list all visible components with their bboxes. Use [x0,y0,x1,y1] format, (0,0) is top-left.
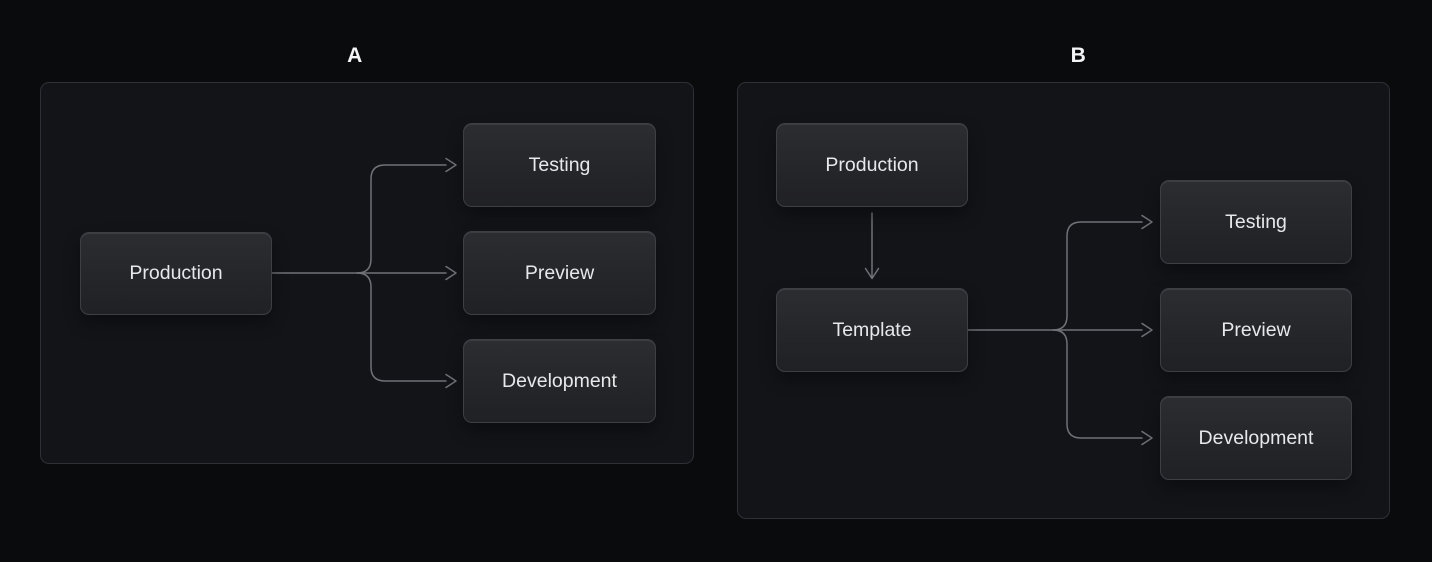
node-b-production: Production [776,123,968,207]
node-a-production: Production [80,232,272,315]
node-b-template: Template [776,288,968,372]
node-b-preview: Preview [1160,288,1352,372]
node-a-development: Development [463,339,656,423]
node-b-development: Development [1160,396,1352,480]
panel-b-label: B [1070,44,1087,67]
node-a-testing: Testing [463,123,656,207]
node-a-preview: Preview [463,231,656,315]
node-b-testing: Testing [1160,180,1352,264]
panel-a-label: A [347,44,363,67]
